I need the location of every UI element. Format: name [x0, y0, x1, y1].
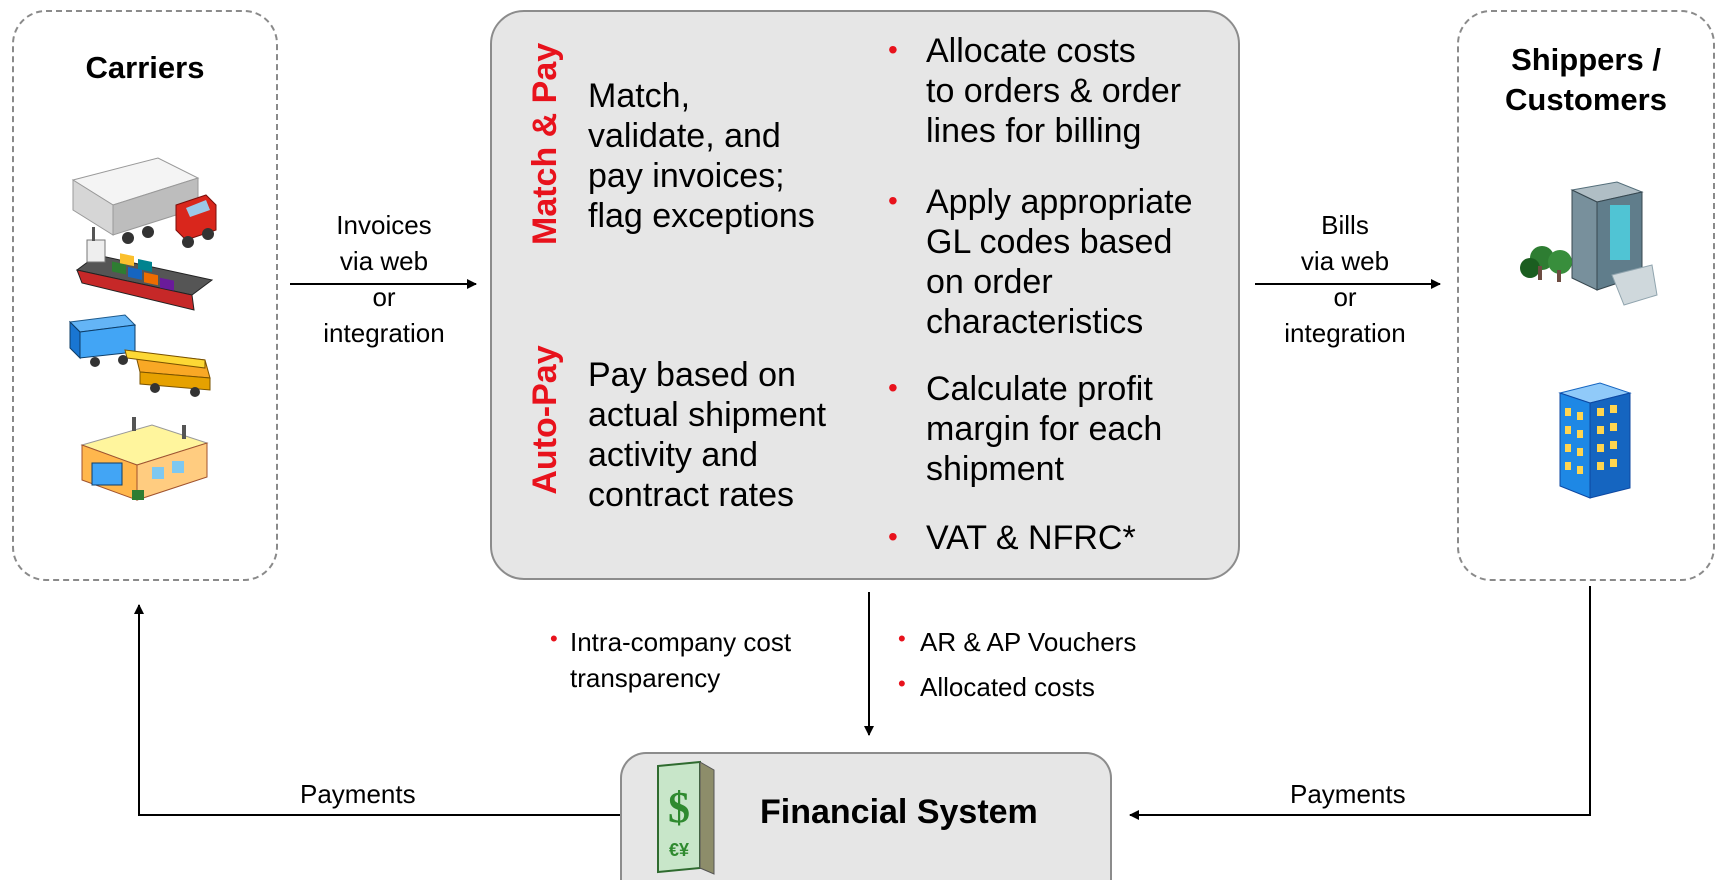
invoices-line-4: integration	[323, 318, 445, 348]
bullet-2-line-1: Apply appropriate	[926, 183, 1193, 221]
bullet-dot: •	[550, 626, 558, 651]
bullet-3-line-2: margin for each	[926, 410, 1163, 448]
carriers-box	[12, 10, 278, 581]
processing-box	[490, 10, 1240, 580]
ship-icon	[75, 227, 214, 311]
match-pay-line-3: pay invoices;	[588, 157, 785, 195]
bullet-2-line-3: on order	[926, 263, 1053, 301]
office-building-icon	[1520, 181, 1658, 306]
shippers-title-line-1: Shippers /	[1511, 42, 1661, 77]
intra-line-2: transparency	[570, 663, 721, 693]
payments-right-label: Payments	[1290, 779, 1406, 809]
bills-line-1: Bills	[1321, 210, 1369, 240]
bullet-dot: •	[888, 34, 898, 65]
svg-text:€¥: €¥	[669, 840, 689, 860]
invoices-line-3: or	[372, 282, 396, 312]
bullet-2-line-2: GL codes based	[926, 223, 1173, 261]
bills-line-2: via web	[1300, 246, 1390, 276]
bullet-dot: •	[898, 671, 906, 696]
match-pay-line-1: Match,	[588, 77, 691, 115]
intra-company-bullet: Intra-company cost transparency	[570, 624, 791, 696]
bullet-2-line-4: characteristics	[926, 303, 1144, 341]
invoices-line-1: Invoices	[336, 210, 432, 240]
warehouse-icon	[80, 417, 209, 501]
allocated-costs-bullet: Allocated costs	[920, 672, 1095, 702]
financial-system-label: Financial System	[760, 793, 1038, 831]
bullet-dot: •	[888, 185, 898, 216]
bullet-1-line-2: to orders & order	[926, 72, 1182, 110]
auto-pay-line-1: Pay based on	[588, 356, 796, 394]
payments-left-label: Payments	[300, 779, 416, 809]
match-pay-line-2: validate, and	[588, 117, 781, 155]
bills-label: Bills via web or integration	[1255, 207, 1435, 351]
bullet-allocate: Allocate costs to orders & order lines f…	[926, 31, 1226, 151]
auto-pay-line-4: contract rates	[588, 476, 794, 514]
bullet-gl-codes: Apply appropriate GL codes based on orde…	[926, 182, 1226, 342]
bullet-dot: •	[888, 521, 898, 552]
money-book-icon: $ €¥	[657, 760, 715, 875]
intra-line-1: Intra-company cost	[570, 627, 792, 657]
bullet-3-line-1: Calculate profit	[926, 370, 1153, 408]
bullet-1-line-3: lines for billing	[926, 112, 1142, 150]
truck-icon	[71, 157, 217, 248]
bullet-4-line-1: VAT & NFRC*	[926, 519, 1136, 557]
auto-pay-line-2: actual shipment	[588, 396, 827, 434]
carriers-title: Carriers	[85, 50, 205, 85]
match-pay-text: Match, validate, and pay invoices; flag …	[588, 76, 858, 236]
bullet-1-line-1: Allocate costs	[926, 32, 1136, 70]
bullet-vat: VAT & NFRC*	[926, 518, 1226, 558]
bullet-profit: Calculate profit margin for each shipmen…	[926, 369, 1226, 489]
auto-pay-label: Auto-Pay	[526, 345, 564, 495]
shippers-title: Shippers / Customers	[1457, 40, 1715, 120]
invoices-line-2: via web	[339, 246, 429, 276]
match-pay-label: Match & Pay	[526, 42, 564, 245]
train-icon	[68, 314, 211, 397]
shippers-box	[1457, 10, 1715, 581]
auto-pay-line-3: activity and	[588, 436, 759, 474]
bullet-3-line-3: shipment	[926, 450, 1064, 488]
payments-left-arrow	[134, 604, 620, 816]
payments-right-arrow	[1129, 586, 1591, 820]
bills-line-4: integration	[1284, 318, 1406, 348]
match-pay-line-4: flag exceptions	[588, 197, 815, 235]
bills-line-3: or	[1333, 282, 1357, 312]
ar-ap-bullet: AR & AP Vouchers	[920, 627, 1137, 657]
bullet-dot: •	[898, 626, 906, 651]
svg-text:$: $	[668, 783, 690, 832]
shippers-title-line-2: Customers	[1505, 82, 1667, 117]
bullet-dot: •	[888, 372, 898, 403]
auto-pay-text: Pay based on actual shipment activity an…	[588, 355, 858, 515]
tower-building-icon	[1558, 382, 1632, 499]
invoices-label: Invoices via web or integration	[294, 207, 474, 351]
